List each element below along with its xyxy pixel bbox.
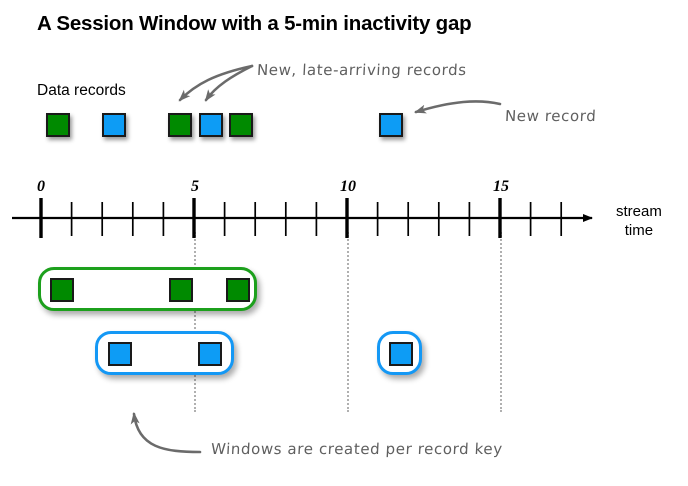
data-record-blue-3 (379, 113, 403, 137)
axis-name-line-1: stream (616, 203, 662, 220)
session-window-green (38, 267, 257, 311)
axis-tick-label-15: 15 (493, 178, 509, 195)
window-record-green-3 (226, 278, 250, 302)
session-window-blue-2 (377, 331, 422, 375)
data-record-blue-1 (102, 113, 126, 137)
annotation-new-record: New record (504, 107, 597, 125)
axis-name: stream time (616, 203, 662, 241)
data-records-label: Data records (37, 82, 126, 99)
axis-tick-label-5: 5 (191, 178, 199, 195)
guide-line-10 (347, 232, 349, 412)
annotation-windows-per-key: Windows are created per record key (210, 440, 504, 458)
session-window-blue-1 (95, 331, 234, 375)
window-record-green-2 (169, 278, 193, 302)
arrow-late-records-1 (178, 64, 254, 102)
data-record-green-2 (168, 113, 192, 137)
data-record-blue-2 (199, 113, 223, 137)
timeline-axis (12, 198, 593, 238)
annotation-late-arriving-records: New, late-arriving records (256, 61, 468, 79)
arrow-late-records-2 (204, 64, 254, 102)
axis-major-ticks (39, 198, 502, 238)
arrow-new-record (414, 100, 502, 114)
window-record-blue-3 (389, 342, 413, 366)
window-record-blue-2 (198, 342, 222, 366)
page-title: A Session Window with a 5-min inactivity… (37, 12, 472, 35)
arrow-windows-per-key (130, 412, 202, 454)
guide-line-15 (500, 232, 502, 412)
axis-minor-ticks (70, 202, 563, 236)
window-record-blue-1 (108, 342, 132, 366)
data-record-green-3 (229, 113, 253, 137)
guide-line-5 (194, 232, 196, 412)
data-record-green-1 (46, 113, 70, 137)
axis-tick-label-0: 0 (37, 178, 45, 195)
axis-tick-label-10: 10 (340, 178, 356, 195)
axis-name-line-2: time (624, 221, 654, 239)
window-record-green-1 (50, 278, 74, 302)
